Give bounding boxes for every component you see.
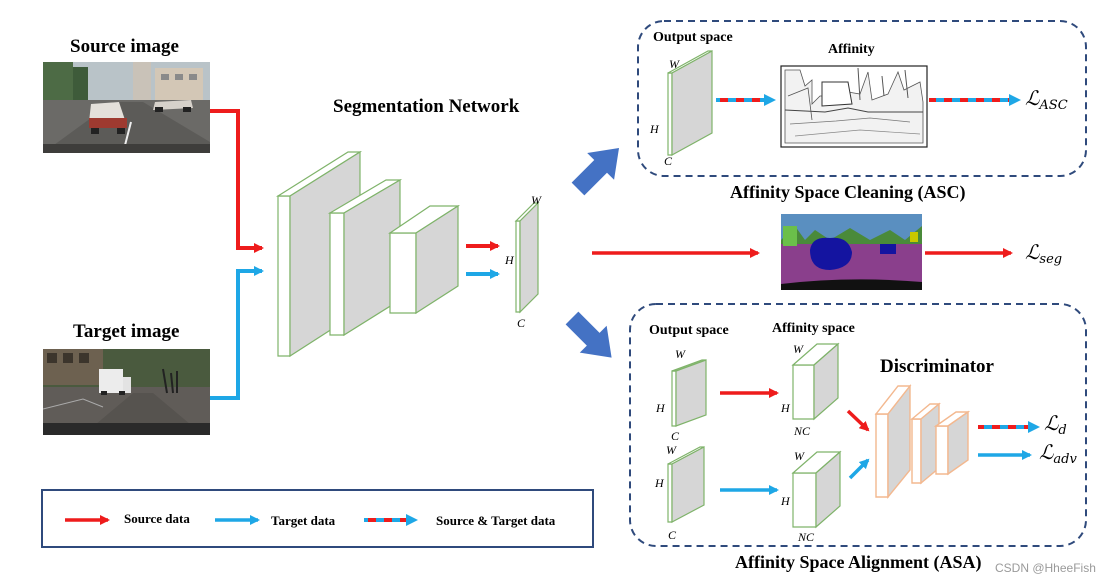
loss-adv-subscript: adv — [1053, 452, 1077, 467]
legend-source-label: Source data — [124, 511, 190, 526]
segmentation-block-2 — [327, 178, 403, 337]
asa-top-output-map — [671, 359, 707, 427]
loss-seg-symbol: ℒ — [1025, 240, 1040, 264]
loss-asc-subscript: ASC — [1039, 98, 1068, 113]
asa-bottom-output-map — [667, 446, 705, 523]
loss-asc: ℒASC — [1025, 86, 1068, 113]
source-path — [210, 109, 264, 253]
discriminator-block-3 — [933, 410, 971, 476]
output-feature-map — [514, 201, 540, 314]
source-image-photo — [43, 62, 210, 153]
target-image-photo — [43, 349, 210, 435]
asa-bot-c-label: C — [668, 528, 677, 542]
affinity-to-discriminator-target-arrow — [848, 458, 870, 480]
asa-top-c-label: C — [671, 429, 680, 443]
asa-bot-h-label: H — [655, 476, 664, 490]
loss-seg: ℒseg — [1025, 240, 1062, 267]
discriminator-block-1 — [874, 383, 912, 499]
asc-arrow-2 — [929, 98, 1011, 102]
asa-aff-bot-nc-label: NC — [798, 530, 815, 544]
asa-box — [629, 303, 1087, 547]
loss-d-subscript: d — [1058, 423, 1067, 438]
legend-target-label: Target data — [271, 513, 336, 528]
asa-top-h-label: H — [656, 401, 665, 415]
discriminator-block-2 — [910, 402, 941, 485]
asa-top-w-label: W — [675, 347, 685, 361]
asc-arrow-1 — [716, 98, 766, 102]
segmentation-map — [781, 214, 922, 290]
asc-affinity-label: Affinity — [828, 42, 875, 57]
loss-adv: ℒadv — [1039, 440, 1077, 467]
asa-bottom-affinity-map — [791, 450, 842, 529]
discriminator-to-ld-arrow — [978, 425, 1030, 429]
asc-output-space-map — [667, 49, 713, 157]
target-path — [210, 266, 264, 400]
asc-h-label: H — [650, 122, 659, 136]
big-arrow-to-asa — [565, 311, 612, 358]
loss-asc-symbol: ℒ — [1025, 86, 1040, 110]
loss-d: ℒd — [1044, 411, 1067, 438]
legend-both-label: Source & Target data — [436, 513, 556, 528]
asa-aff-top-h-label: H — [781, 401, 790, 415]
asc-w-label: W — [669, 57, 679, 71]
asa-bot-w-label: W — [666, 443, 676, 457]
asa-aff-bot-h-label: H — [781, 494, 790, 508]
legend-both-arrow — [364, 518, 408, 522]
asa-output-space-label: Output space — [649, 323, 729, 338]
asa-aff-top-w-label: W — [793, 342, 803, 356]
source-image-title: Source image — [70, 36, 179, 57]
target-image-title: Target image — [73, 321, 180, 342]
watermark: CSDN @HheeFish — [995, 561, 1096, 575]
asc-output-space-label: Output space — [653, 30, 733, 45]
asa-top-affinity-map — [791, 342, 840, 421]
loss-adv-symbol: ℒ — [1039, 440, 1054, 464]
feature-c-label: C — [517, 316, 526, 330]
asc-box — [637, 20, 1087, 177]
legend-box — [41, 489, 594, 548]
asa-title: Affinity Space Alignment (ASA) — [735, 552, 982, 572]
affinity-to-discriminator-source-arrow — [846, 409, 870, 432]
affinity-image — [780, 65, 928, 148]
loss-d-symbol: ℒ — [1044, 411, 1059, 435]
asa-aff-bot-w-label: W — [794, 449, 804, 463]
big-arrow-to-asc — [571, 147, 620, 196]
segmentation-network-title: Segmentation Network — [333, 96, 520, 117]
segmentation-block-3 — [388, 204, 461, 315]
feature-w-label: W — [531, 193, 541, 207]
discriminator-label: Discriminator — [880, 356, 994, 377]
asa-aff-top-nc-label: NC — [794, 424, 811, 438]
loss-seg-subscript: seg — [1039, 252, 1063, 267]
feature-h-label: H — [505, 253, 514, 267]
asc-title: Affinity Space Cleaning (ASC) — [730, 182, 966, 202]
asa-affinity-space-label: Affinity space — [772, 321, 855, 336]
asc-c-label: C — [664, 154, 673, 168]
